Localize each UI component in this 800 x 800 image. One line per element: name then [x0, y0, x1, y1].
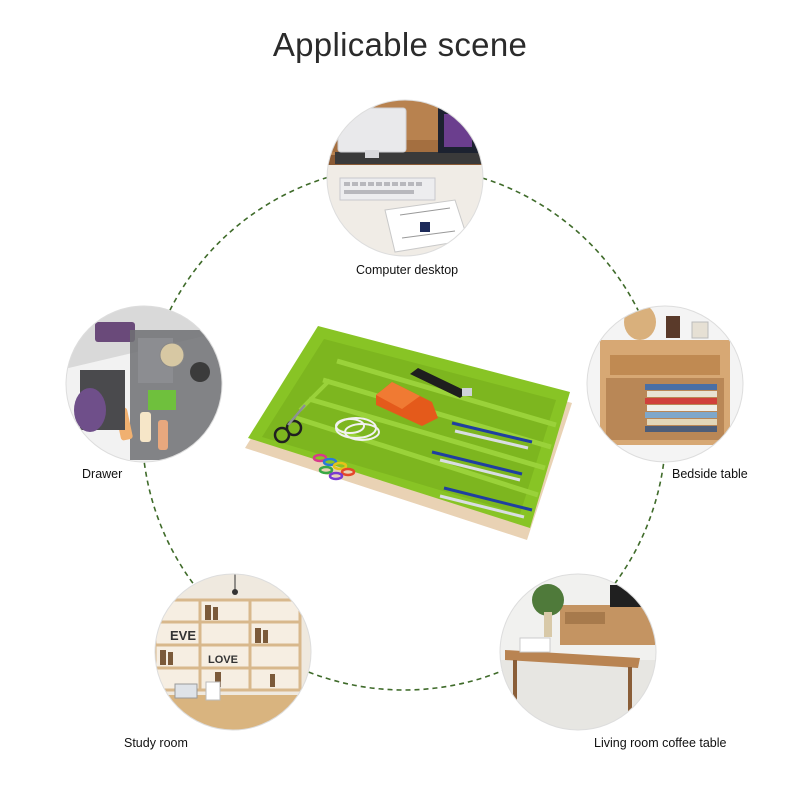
- computer-desktop-photo: [327, 100, 483, 256]
- shelf-letters-love: LOVE: [208, 654, 238, 666]
- study-room-photo: EVE LOVE: [155, 574, 311, 730]
- scene-label-study-room: Study room: [124, 736, 188, 750]
- drawer-photo: [66, 306, 222, 462]
- scene-label-bedside-table: Bedside table: [672, 467, 748, 481]
- living-room-photo: [500, 574, 656, 730]
- scene-label-drawer: Drawer: [82, 467, 123, 481]
- page-title: Applicable scene: [272, 26, 528, 63]
- shelf-letters-eve: EVE: [170, 628, 196, 643]
- scene-label-living-room-coffee-table: Living room coffee table: [594, 736, 727, 750]
- bedside-table-photo: [587, 306, 743, 462]
- drawer-organizer-tray: [245, 326, 572, 540]
- scene-label-computer-desktop: Computer desktop: [356, 263, 459, 277]
